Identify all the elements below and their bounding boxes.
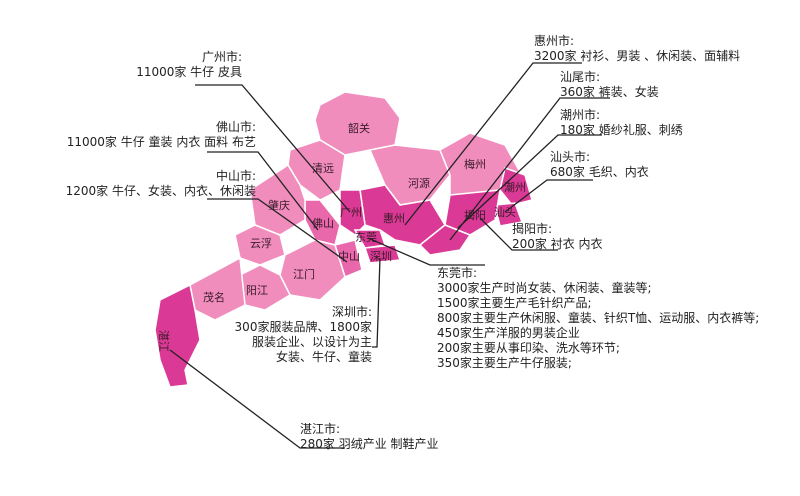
annotation-title: 惠州市:: [534, 34, 575, 48]
leader-jieyang: [479, 217, 558, 251]
annotation-text: 200家 衬衣 内衣: [512, 237, 603, 251]
region-label-zhanjiang: 湛江: [157, 330, 170, 352]
annotation-line: 350家主要生产牛仔服装;: [437, 356, 572, 370]
annotation-text: 1200家 牛仔、女装、内衣、休闲装: [65, 184, 256, 198]
annotation-line: 1500家主要生产毛针织产品;: [437, 296, 592, 310]
leader-zhanjiang: [169, 349, 345, 449]
annotation-zhanjiang: 湛江市: 280家 羽绒产业 制鞋产业: [300, 422, 439, 452]
region-shantou: [494, 202, 524, 227]
annotation-title: 中山市:: [215, 169, 256, 183]
annotation-text: 360家 裤装、女装: [560, 85, 659, 99]
leader-foshan: [207, 151, 319, 231]
leader-chaozhou: [457, 134, 602, 229]
leader-dongguan: [367, 237, 485, 266]
leader-shenzhen: [372, 257, 381, 348]
annotation-text: 180家 婚纱礼服、刺绣: [560, 123, 683, 137]
annotation-guangzhou: 广州市: 11000家 牛仔 皮具: [136, 50, 242, 80]
annotation-title: 广州市:: [201, 50, 242, 64]
leader-huizhou: [404, 62, 582, 226]
region-label-zhaoqing: 肇庆: [268, 198, 290, 212]
annotation-title: 揭阳市:: [512, 222, 553, 236]
annotation-line: 300家服装品牌、1800家: [234, 320, 372, 334]
region-label-chaozhou: 潮州: [504, 180, 526, 194]
region-label-shaoguan: 韶关: [348, 121, 370, 135]
leader-shantou: [504, 179, 593, 213]
region-label-jiangmen: 江门: [293, 267, 315, 281]
region-label-qingyuan: 清远: [312, 162, 334, 175]
annotation-text: 3200家 衬衫、男装 、休闲装、面辅料: [534, 49, 741, 63]
annotation-zhongshan: 中山市: 1200家 牛仔、女装、内衣、休闲装: [66, 169, 256, 199]
annotation-line: 3000家生产时尚女装、休闲装、童装等;: [437, 281, 652, 295]
annotation-line: 800家主要生产休闲服、童装、针织T恤、运动服、内衣裤等;: [437, 311, 760, 325]
annotation-foshan: 佛山市: 11000家 牛仔 童装 内衣 面料 布艺: [67, 120, 256, 150]
region-label-yangjiang: 阳江: [246, 284, 268, 297]
annotation-line: 200家主要从事印染、洗水等环节;: [437, 341, 620, 355]
annotation-text: 680家 毛织、内衣: [550, 165, 649, 179]
annotation-shenzhen: 深圳市: 300家服装品牌、1800家 服装企业、以设计为主 女装、牛仔、童装: [235, 305, 372, 365]
annotation-text: 11000家 牛仔 童装 内衣 面料 布艺: [66, 135, 256, 149]
annotation-title: 湛江市:: [300, 422, 341, 436]
annotation-jieyang: 揭阳市: 200家 衬衣 内衣: [512, 222, 603, 252]
region-label-maoming: 茂名: [203, 290, 225, 304]
annotation-line: 450家生产洋服的男装企业: [437, 326, 580, 340]
annotation-title: 潮州市:: [560, 108, 601, 122]
annotation-chaozhou: 潮州市: 180家 婚纱礼服、刺绣: [560, 108, 683, 138]
annotation-text: 11000家 牛仔 皮具: [136, 65, 242, 79]
annotation-huizhou: 惠州市: 3200家 衬衫、男装 、休闲装、面辅料: [534, 34, 740, 64]
leader-guangzhou: [195, 84, 351, 213]
annotation-shanwei: 汕尾市: 360家 裤装、女装: [560, 70, 659, 100]
region-label-guangzhou: 广州: [340, 206, 362, 219]
leader-shanwei: [449, 97, 610, 241]
region-label-shenzhen: 深圳: [370, 250, 392, 263]
region-label-meizhou: 梅州: [464, 157, 486, 171]
annotation-title: 汕尾市:: [560, 70, 601, 84]
annotation-line: 女装、牛仔、童装: [275, 350, 372, 364]
annotation-shantou: 汕头市: 680家 毛织、内衣: [550, 150, 649, 180]
region-label-shantou: 汕头: [494, 206, 516, 219]
region-label-yunfu: 云浮: [250, 237, 272, 250]
leader-zhongshan: [207, 198, 348, 263]
annotation-title: 汕头市:: [550, 150, 591, 164]
annotation-title: 东莞市:: [437, 266, 478, 280]
annotation-title: 深圳市:: [331, 305, 372, 319]
region-label-zhongshan: 中山: [338, 250, 360, 263]
annotation-text: 280家 羽绒产业 制鞋产业: [300, 437, 439, 451]
region-zhanjiang: [154, 283, 201, 388]
annotation-dongguan: 东莞市: 3000家生产时尚女装、休闲装、童装等; 1500家主要生产毛针织产品…: [437, 266, 759, 371]
annotation-title: 佛山市:: [215, 120, 256, 134]
annotation-line: 服装企业、以设计为主: [251, 335, 372, 349]
region-label-heyuan: 河源: [408, 176, 430, 190]
region-label-huizhou: 惠州: [383, 211, 405, 225]
region-chaozhou: [499, 167, 533, 206]
region-shanwei: [418, 224, 472, 256]
region-label-dongguan: 东莞: [355, 231, 377, 244]
region-label-foshan: 佛山: [312, 217, 334, 230]
